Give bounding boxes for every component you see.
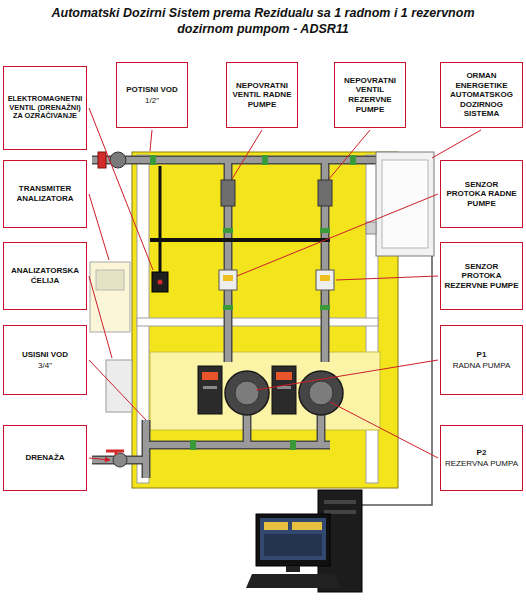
control-cabinet — [376, 152, 434, 256]
callout-box: ELEKTROMAGNETNI VENTIL (DRENAŽNI) ZA OZR… — [3, 66, 87, 150]
callout-box: DRENAŽA — [3, 425, 87, 491]
callout-text: POTISNI VOD — [120, 85, 184, 95]
callout-text: NEPOVRATNI VENTIL RADNE PUMPE — [230, 81, 294, 110]
callout-text: 3/4" — [7, 361, 83, 371]
callout-text: P2 — [444, 448, 519, 458]
flow-sensor — [223, 275, 233, 281]
callout-text: RADNA PUMPA — [444, 361, 519, 371]
analyzer-transmitter — [90, 262, 130, 332]
callout-text: ANALIZATORSKA ĆELIJA — [7, 266, 83, 285]
check-valve — [318, 180, 332, 206]
callout-box: SENZOR PROTOKA REZERVNE PUMPE — [440, 242, 523, 310]
callout-text: SENZOR PROTOKA REZERVNE PUMPE — [444, 262, 519, 291]
callout-text: SENZOR PROTOKA RADNE PUMPE — [444, 180, 519, 209]
panel-rail — [137, 318, 378, 326]
pump-tray — [150, 352, 380, 430]
dosing-pump — [198, 366, 343, 415]
callout-box: P1RADNA PUMPA — [440, 325, 523, 395]
diagram-title: Automatski Dozirni Sistem prema Rezidual… — [40, 6, 486, 37]
pipe-coupling — [150, 155, 356, 450]
callout-box: POTISNI VOD1/2" — [116, 62, 188, 128]
leader-line — [89, 108, 481, 460]
check-valve — [221, 180, 235, 206]
callout-box: USISNI VOD3/4" — [3, 325, 87, 395]
callout-text: TRANSMITER ANALIZATORA — [7, 184, 83, 203]
callout-text: NEPOVRATNI VENTIL REZERVNE PUMPE — [338, 76, 402, 114]
flow-sensor — [219, 270, 237, 290]
callout-text: ORMAN ENERGETIKE AUTOMATSKOG DOZIRNOG SI… — [444, 71, 519, 119]
callout-box: ANALIZATORSKA ĆELIJA — [3, 242, 87, 310]
callout-text: USISNI VOD — [7, 350, 83, 360]
callout-box: P2REZERVNA PUMPA — [440, 425, 523, 491]
computer — [246, 490, 362, 592]
drain-valve — [113, 453, 127, 467]
signal-cable — [362, 256, 432, 505]
valve-body — [110, 152, 126, 168]
callout-text: ELEKTROMAGNETNI VENTIL (DRENAŽNI) ZA OZR… — [7, 95, 83, 122]
callout-box: TRANSMITER ANALIZATORA — [3, 160, 87, 228]
callout-box: NEPOVRATNI VENTIL REZERVNE PUMPE — [334, 62, 406, 128]
valve-handle — [98, 152, 106, 168]
callout-box: ORMAN ENERGETIKE AUTOMATSKOG DOZIRNOG SI… — [440, 62, 523, 128]
cable-gland — [366, 222, 376, 234]
flow-sensor — [320, 275, 330, 281]
mounting-panel — [132, 152, 398, 488]
callout-text: P1 — [444, 350, 519, 360]
callout-box: SENZOR PROTOKA RADNE PUMPE — [440, 160, 523, 228]
drain-valve — [106, 451, 124, 455]
flow-sensor — [316, 270, 334, 290]
solenoid-valve — [158, 280, 163, 285]
callout-text: REZERVNA PUMPA — [444, 459, 519, 469]
callout-box: NEPOVRATNI VENTIL RADNE PUMPE — [226, 62, 298, 128]
pipework — [92, 160, 380, 478]
analyzer-cell — [106, 360, 132, 412]
solenoid-valve — [152, 272, 168, 292]
analyzer-transmitter — [96, 270, 124, 290]
control-cabinet — [382, 160, 428, 248]
callout-text: 1/2" — [120, 96, 184, 106]
callout-text: DRENAŽA — [7, 453, 83, 463]
